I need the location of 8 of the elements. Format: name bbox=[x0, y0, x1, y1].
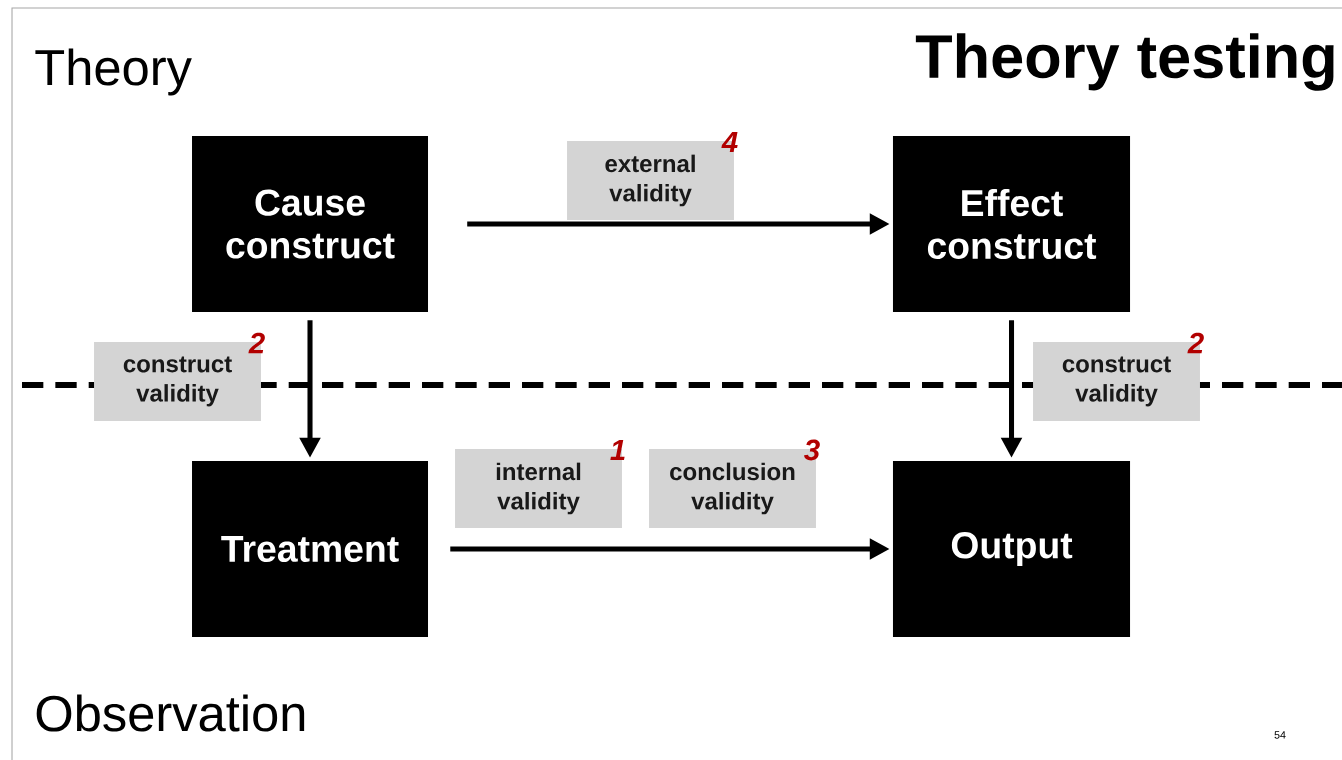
construct-box: Cause construct bbox=[192, 136, 428, 312]
level-label: Observation bbox=[36, 694, 305, 732]
level-label: Theory bbox=[35, 48, 192, 96]
page-number: 54 bbox=[1274, 731, 1286, 739]
slide-title: Theory testing bbox=[915, 33, 1334, 91]
construct-box: Treatment bbox=[192, 461, 428, 637]
construct-box: Output bbox=[892, 461, 1131, 637]
construct-box: Effect construct bbox=[892, 136, 1131, 312]
